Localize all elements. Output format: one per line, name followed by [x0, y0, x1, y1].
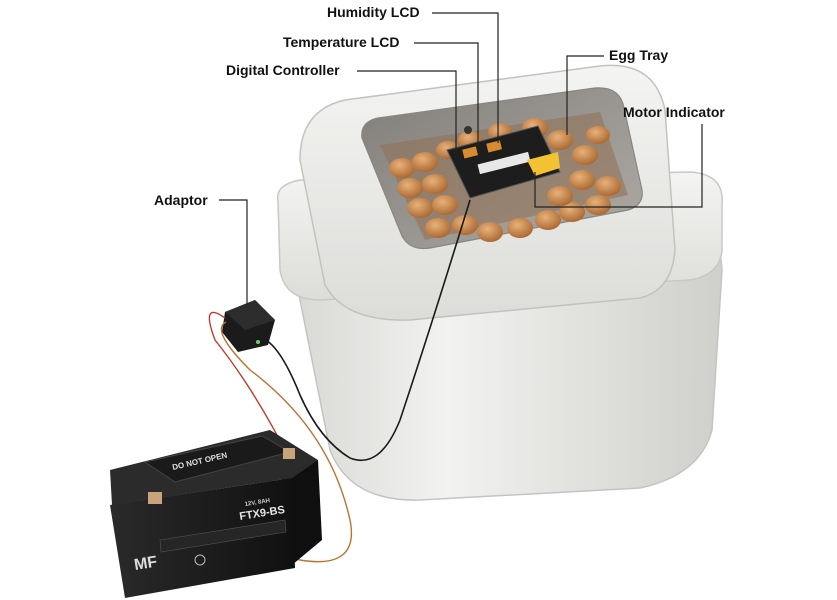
humidity-lcd-label: Humidity LCD: [327, 4, 420, 20]
egg-tray-label: Egg Tray: [609, 47, 669, 63]
humidity-lcd: [486, 140, 503, 153]
controller-button: [464, 126, 472, 134]
battery-recycle-icon: [194, 554, 206, 566]
motor-indicator-label: Motor Indicator: [623, 104, 725, 120]
battery-spec-text: 12V, 8AH: [244, 498, 270, 508]
incubator-cable: [261, 199, 471, 462]
battery-brand-mark: MF: [133, 554, 159, 574]
temperature-lcd-label: Temperature LCD: [283, 34, 400, 50]
humidity-lcd-leader: [432, 12, 499, 143]
motor-indicator-light: [527, 152, 560, 176]
adaptor-leader: [219, 199, 248, 305]
controller-label-strip: [477, 151, 531, 175]
temperature-lcd: [462, 146, 479, 159]
leader-lines: [219, 12, 703, 305]
digital-controller-label: Digital Controller: [226, 62, 340, 78]
adaptor-label: Adaptor: [154, 192, 208, 208]
battery-terminal-right: [283, 448, 295, 459]
motor-indicator-leader: [534, 124, 703, 208]
digital-controller-leader: [357, 70, 457, 152]
digital-controller: [446, 125, 561, 199]
adaptor: [222, 300, 275, 352]
temperature-lcd-leader: [414, 42, 479, 150]
battery-terminal-left: [148, 492, 162, 504]
egg-tray-leader: [566, 55, 604, 135]
positive-wire: [208, 311, 291, 461]
battery: DO NOT OPEN FTX9-BS 12V, 8AH MF: [110, 430, 322, 598]
